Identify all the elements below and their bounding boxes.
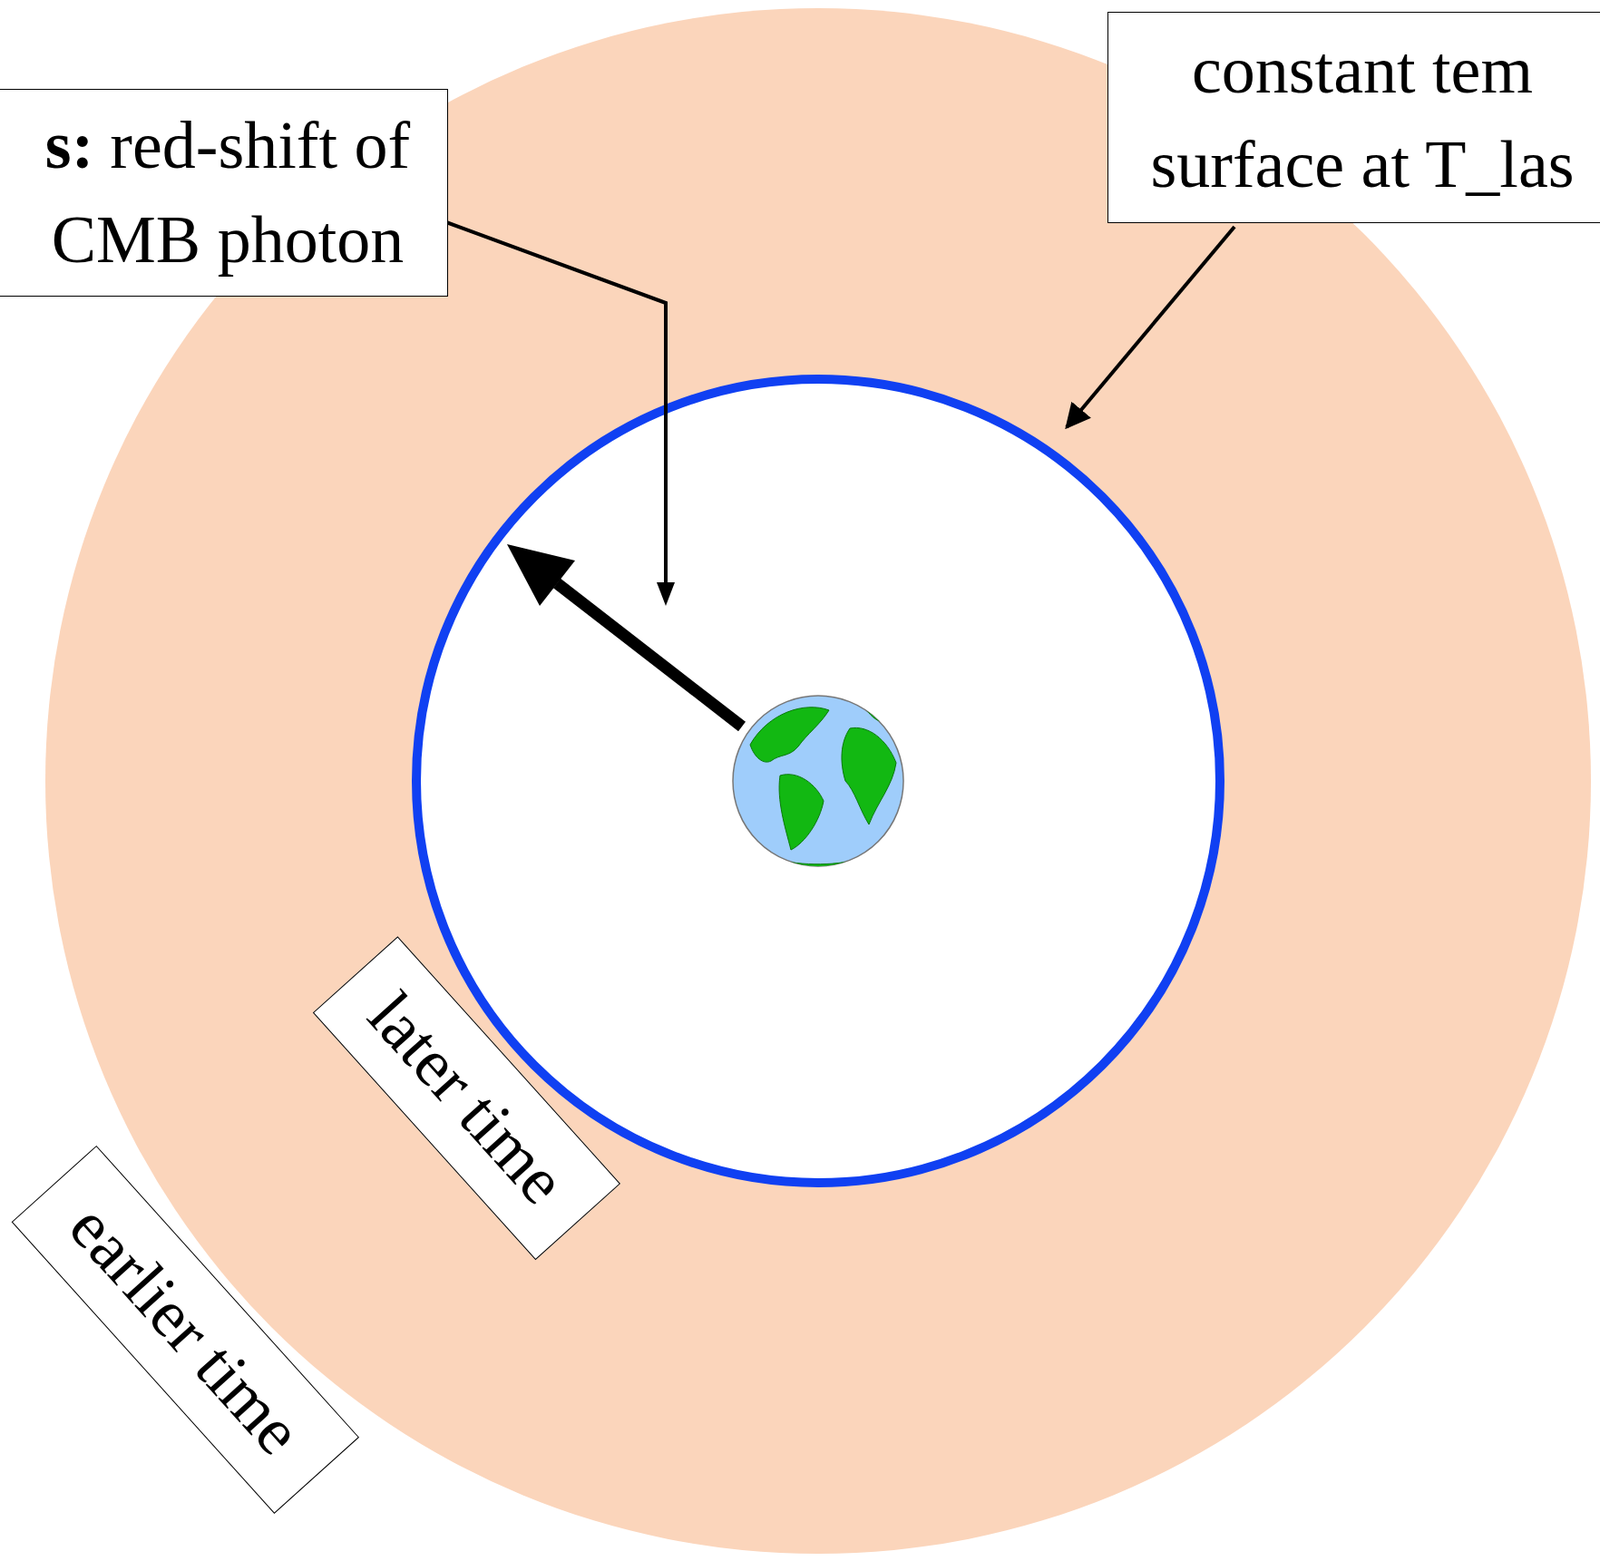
label-text: s:: [45, 107, 94, 183]
label-text: red-shift of CMB photon: [51, 107, 410, 277]
last-scattering-surface: [416, 379, 1220, 1183]
label-text: earlier time: [55, 1190, 317, 1469]
leader-line: [1066, 226, 1235, 428]
photon-arrowhead: [507, 544, 576, 606]
text-holder: later time: [346, 972, 587, 1226]
time-label: earlier time: [10, 1145, 359, 1514]
earlier-region: [45, 8, 1591, 1554]
time-label: later time: [312, 936, 621, 1260]
label-text: constant tem surface at T_las: [1150, 32, 1574, 202]
text-holder: constant tem surface at T_las: [1126, 23, 1599, 212]
label-text: later time: [353, 977, 580, 1218]
text-holder: s:red-shift of CMB photon: [19, 98, 437, 287]
callout-box: s:red-shift of CMB photon: [0, 88, 449, 297]
leader-line: [446, 222, 666, 590]
leader-arrowhead: [656, 582, 675, 606]
callout-box: constant tem surface at T_las: [1107, 11, 1600, 224]
earth-icon: [732, 695, 904, 869]
photon-arrow: [556, 583, 742, 727]
text-holder: earlier time: [47, 1183, 323, 1475]
